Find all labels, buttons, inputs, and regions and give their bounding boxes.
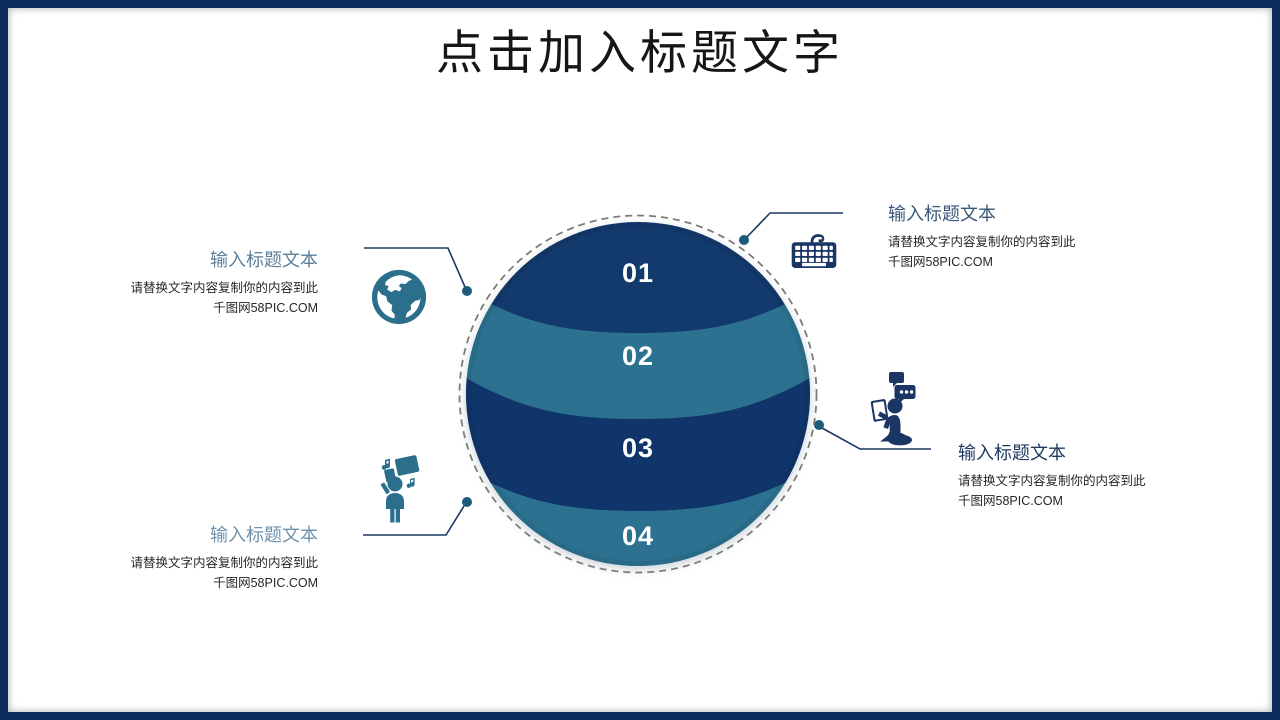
text-block-top-right: 输入标题文本 请替换文字内容复制你的内容到此 千图网58PIC.COM [888, 202, 1178, 272]
segmented-sphere: 01 02 03 04 [445, 201, 831, 587]
text-block-top-left: 输入标题文本 请替换文字内容复制你的内容到此 千图网58PIC.COM [68, 248, 318, 318]
block-heading: 输入标题文本 [210, 250, 318, 270]
person-tablet-icon [863, 370, 921, 451]
sphere-segment-01-number: 01 [622, 258, 654, 288]
sphere-segment-02 [466, 277, 810, 419]
sphere-segment-04-number: 04 [622, 521, 654, 551]
block-heading: 输入标题文本 [958, 443, 1066, 463]
block-line-2: 千图网58PIC.COM [888, 255, 993, 270]
globe-icon [368, 266, 430, 333]
text-block-bottom-right: 输入标题文本 请替换文字内容复制你的内容到此 千图网58PIC.COM [958, 441, 1248, 511]
keyboard-icon [790, 230, 838, 275]
person-music-icon [368, 451, 426, 528]
sphere-segment-03 [466, 365, 810, 511]
text-block-bottom-left: 输入标题文本 请替换文字内容复制你的内容到此 千图网58PIC.COM [68, 523, 318, 593]
sphere-segment-02-number: 02 [622, 341, 654, 371]
block-line-1: 请替换文字内容复制你的内容到此 [130, 556, 318, 571]
block-heading: 输入标题文本 [888, 204, 996, 224]
block-line-2: 千图网58PIC.COM [958, 494, 1063, 509]
block-line-1: 请替换文字内容复制你的内容到此 [130, 281, 318, 296]
sphere-segment-03-number: 03 [622, 433, 654, 463]
block-line-2: 千图网58PIC.COM [213, 576, 318, 591]
block-line-2: 千图网58PIC.COM [213, 301, 318, 316]
page-title: 点击加入标题文字 [436, 28, 844, 80]
block-line-1: 请替换文字内容复制你的内容到此 [958, 474, 1146, 489]
block-heading: 输入标题文本 [210, 525, 318, 545]
sphere-dashed-ring [458, 214, 818, 574]
block-line-1: 请替换文字内容复制你的内容到此 [888, 235, 1076, 250]
slide-canvas: 点击加入标题文字 [8, 8, 1272, 712]
